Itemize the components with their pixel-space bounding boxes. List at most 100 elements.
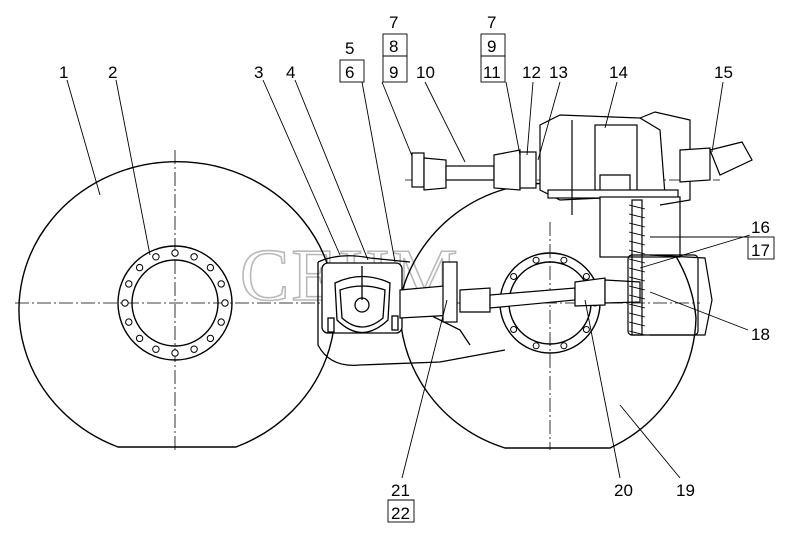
- frame-beam-lower-edge: [317, 262, 506, 366]
- leader-line-4: [294, 79, 369, 261]
- lower-shaft-end-yoke: [604, 279, 641, 304]
- right-hub-bolt: [560, 342, 568, 350]
- callout-label-1: 1: [59, 63, 68, 82]
- lower-shaft-joint: [574, 277, 606, 307]
- leader-line-12: [526, 81, 534, 156]
- leader-line-15: [711, 81, 724, 153]
- callout-label-4: 4: [286, 63, 295, 82]
- left-hub-bolt: [217, 280, 225, 288]
- callout-label-7b: 7: [487, 13, 496, 32]
- chain-link: [628, 285, 646, 291]
- left-hub-bolt: [152, 253, 160, 261]
- callout-label-16: 16: [751, 218, 770, 237]
- leader-line-16-17: [639, 234, 751, 269]
- chain-link: [628, 303, 646, 309]
- differential-right-bolt: [391, 315, 399, 331]
- callout-label-19: 19: [676, 481, 695, 500]
- chain-link: [628, 204, 646, 210]
- leader-line-2: [115, 79, 151, 256]
- upper-shaft-right-flange: [519, 151, 537, 189]
- left-hub-bolt: [217, 318, 225, 326]
- upper-drive-shaft: [411, 149, 537, 191]
- callout-label-18: 18: [751, 325, 770, 344]
- callout-label-6: 6: [345, 63, 354, 82]
- right-hub-bolt: [532, 256, 540, 264]
- label-frame-17: [747, 236, 775, 260]
- leader-line-1: [66, 79, 101, 196]
- lower-drive-shaft: [399, 261, 641, 323]
- left-hub-bolt: [121, 299, 129, 307]
- chain-link: [628, 294, 646, 300]
- callout-label-10: 10: [416, 63, 435, 82]
- callout-label-13: 13: [549, 63, 568, 82]
- left-hub-bolt: [171, 349, 179, 357]
- callout-labels: 1 2 3 4 5 6 7 8 9 10 7 9 11 12 13 14 15 …: [59, 13, 770, 523]
- right-hub-bolt: [582, 273, 590, 280]
- callout-label-5: 5: [345, 39, 354, 58]
- callout-label-22: 22: [391, 504, 410, 523]
- label-frame-9a: [382, 55, 408, 83]
- differential-left-bolt: [327, 317, 335, 333]
- leader-line-6: [361, 81, 396, 263]
- leader-line-11: [505, 81, 521, 156]
- label-frames: [339, 33, 775, 523]
- chain-links: [628, 204, 646, 336]
- right-wheel-outline: [399, 182, 697, 449]
- gearbox: [539, 111, 691, 258]
- left-hub-bolt: [171, 249, 179, 257]
- left-hub-bolt: [135, 334, 144, 343]
- left-hub-bolt: [206, 263, 215, 272]
- chain-link: [628, 249, 646, 255]
- differential-bowl-inner: [339, 285, 386, 328]
- callout-label-20: 20: [614, 481, 633, 500]
- left-wheel-outline: [18, 161, 336, 448]
- chain-link: [628, 231, 646, 237]
- left-hub-bolt: [125, 318, 133, 326]
- lower-shaft-tube: [489, 287, 576, 309]
- lower-shaft-yoke: [459, 287, 491, 313]
- leader-line-10: [424, 81, 466, 163]
- right-hub-bolt: [510, 326, 518, 333]
- leader-line-21-22: [401, 299, 448, 479]
- left-hub-bolt: [190, 345, 198, 353]
- left-hub-bolt: [125, 280, 133, 288]
- gearbox-right-housing: [639, 111, 691, 206]
- gearbox-housing: [539, 114, 666, 201]
- left-hub-bolts: [121, 249, 229, 357]
- chain-link: [628, 312, 646, 318]
- callout-label-17: 17: [751, 241, 770, 260]
- leader-line-18: [649, 291, 749, 331]
- callout-label-15: 15: [714, 63, 733, 82]
- left-hub-bolt: [206, 334, 215, 343]
- leader-line-19: [619, 404, 681, 479]
- leader-line-9a: [381, 81, 413, 157]
- frame-beam-upper-edge: [317, 255, 411, 263]
- chain-link: [628, 240, 646, 246]
- callout-label-7a: 7: [389, 13, 398, 32]
- right-hub-bolt: [532, 342, 540, 350]
- sprocket-cover: [649, 254, 713, 336]
- right-hub-bolt: [560, 256, 568, 264]
- output-shaft-end: [709, 141, 753, 176]
- leader-line-20: [584, 299, 621, 479]
- left-hub-bolt: [152, 345, 160, 353]
- left-hub-bolt: [221, 299, 229, 307]
- upper-shaft-tube: [445, 165, 495, 181]
- left-hub-outer-circle: [117, 245, 233, 361]
- chain-link: [628, 276, 646, 282]
- chain-link: [628, 213, 646, 219]
- right-hub-bolt: [510, 273, 518, 280]
- chain-link: [628, 222, 646, 228]
- leader-line-3: [262, 79, 341, 256]
- callout-label-8: 8: [389, 37, 398, 56]
- upper-shaft-left-yoke: [423, 157, 447, 191]
- lower-shaft-flange: [442, 261, 458, 323]
- callout-label-21: 21: [391, 481, 410, 500]
- callout-label-12: 12: [522, 63, 541, 82]
- leader-lines: [66, 79, 751, 479]
- callout-label-11: 11: [483, 63, 501, 82]
- gearbox-lower-casing: [599, 196, 681, 258]
- upper-shaft-right-yoke: [493, 149, 521, 191]
- leader-line-14: [604, 81, 618, 129]
